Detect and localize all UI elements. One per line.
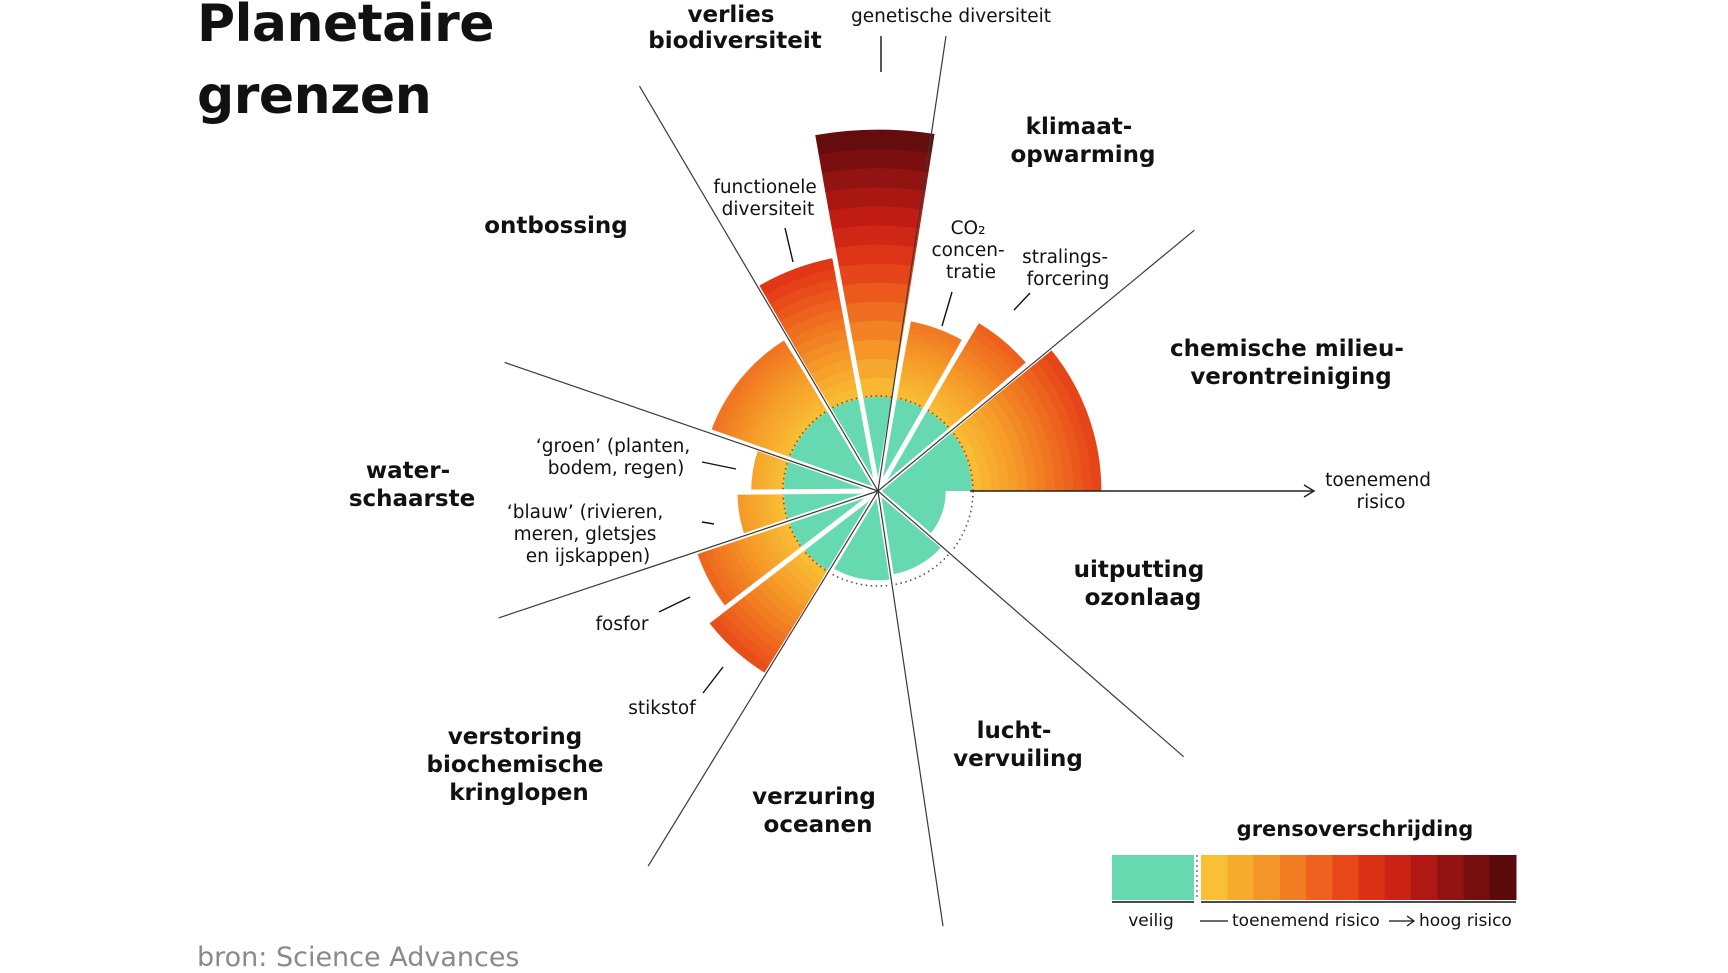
page-title: Planetaire grenzen bbox=[197, 0, 495, 132]
label-chemical-pollution: chemische milieu- verontreiniging bbox=[1170, 336, 1412, 390]
label-climate: klimaat- opwarming bbox=[1010, 114, 1155, 168]
title-line-1: Planetaire bbox=[197, 0, 495, 54]
wedge-deforestation bbox=[711, 340, 829, 459]
divider-lines bbox=[498, 35, 1195, 927]
label-deforestation: ontbossing bbox=[484, 213, 628, 239]
label-ozone: uitputting ozonlaag bbox=[1074, 557, 1213, 611]
wedge-radiative-forcing bbox=[926, 323, 1026, 430]
leader-line bbox=[784, 227, 794, 263]
divider-line bbox=[638, 85, 879, 492]
label-air-pollution: lucht- vervuiling bbox=[953, 718, 1083, 772]
label-biodiversity: verlies biodiversiteit bbox=[648, 2, 821, 54]
wedge-genetic-diversity bbox=[815, 129, 935, 399]
wedge-nitrogen bbox=[709, 548, 829, 673]
label-biochemical-flows: verstoring biochemische kringlopen bbox=[427, 724, 612, 806]
legend-gradient-swatch bbox=[1201, 855, 1517, 903]
risk-axis-arrow bbox=[970, 484, 1316, 498]
legend-title: grensoverschrijding bbox=[1237, 817, 1474, 841]
leader-line bbox=[941, 291, 953, 327]
source-credit: bron: Science Advances bbox=[197, 942, 520, 973]
label-functional-diversity: functionele diversiteit bbox=[713, 177, 822, 220]
label-green-water: ‘groen’ (planten, bodem, regen) bbox=[536, 436, 696, 479]
label-ocean-acidification: verzuring oceanen bbox=[752, 784, 884, 838]
title-line-2: grenzen bbox=[197, 66, 432, 126]
divider-line bbox=[877, 35, 947, 492]
label-increasing-risk-axis: toenemend risico bbox=[1325, 470, 1437, 513]
wedge-co2-concentration bbox=[895, 321, 962, 409]
label-genetic-diversity: genetische diversiteit bbox=[851, 6, 1051, 27]
label-water-scarcity: water- schaarste bbox=[349, 458, 475, 512]
label-nitrogen: stikstof bbox=[628, 698, 696, 719]
wedge-functional-diversity bbox=[759, 258, 861, 410]
label-radiative-forcing: stralings- forcering bbox=[1022, 247, 1114, 290]
wedge-phosphorus bbox=[697, 521, 803, 607]
leader-line bbox=[701, 521, 715, 525]
label-co2-concentration: CO₂ concen- tratie bbox=[931, 218, 1010, 283]
legend: grensoverschrijding veilig toenemend ris… bbox=[1112, 817, 1517, 931]
divider-line bbox=[498, 490, 879, 619]
divider-line bbox=[877, 490, 944, 927]
divider-line bbox=[647, 490, 879, 867]
label-blue-water: ‘blauw’ (rivieren, meren, gletsjes en ij… bbox=[507, 502, 669, 567]
divider-line bbox=[877, 490, 1185, 758]
leader-line bbox=[701, 461, 737, 470]
wedge-blue-water bbox=[737, 491, 789, 535]
leader-line bbox=[702, 666, 724, 694]
divider-line bbox=[877, 229, 1195, 492]
legend-safe-label: veilig bbox=[1128, 911, 1173, 931]
risk-wedges bbox=[697, 129, 1102, 673]
leader-line bbox=[658, 596, 691, 613]
leader-lines bbox=[658, 36, 1031, 694]
legend-high-label: hoog risico bbox=[1419, 911, 1512, 931]
wedge-chemical-pollution bbox=[951, 350, 1102, 491]
divider-line bbox=[504, 361, 879, 492]
legend-safe-swatch bbox=[1112, 855, 1194, 900]
leader-line bbox=[1013, 292, 1031, 311]
label-phosphorus: fosfor bbox=[596, 614, 649, 635]
legend-increasing-label: toenemend risico bbox=[1232, 911, 1380, 931]
wedge-green-water bbox=[751, 449, 790, 491]
